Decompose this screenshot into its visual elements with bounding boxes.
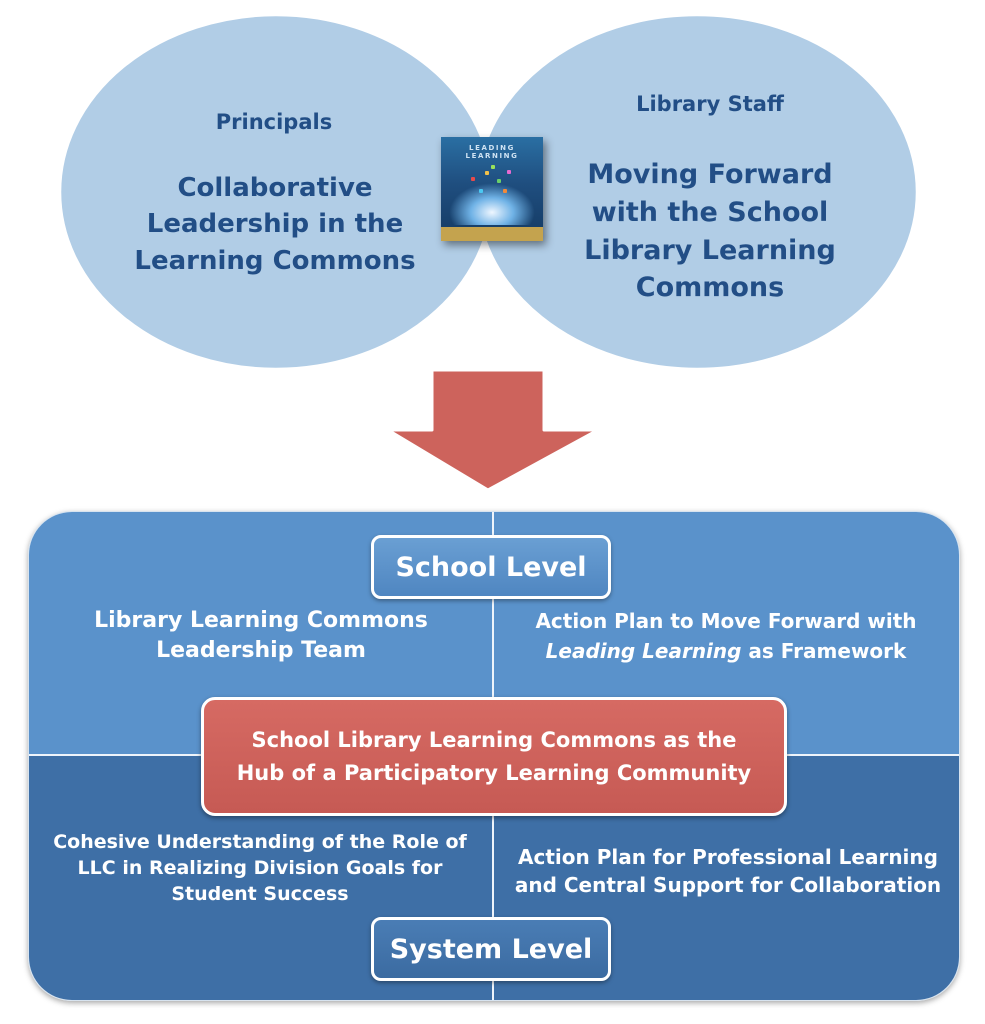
principals-label: Principals bbox=[215, 110, 333, 134]
principals-title-line: Collaborative bbox=[177, 173, 373, 203]
action-plan-line: Action Plan to Move Forward with bbox=[535, 609, 917, 633]
cohesive-understanding-text: Cohesive Understanding of the Role of LL… bbox=[29, 830, 491, 907]
framework-text: as Framework bbox=[741, 639, 907, 663]
book-dot bbox=[507, 170, 511, 174]
principals-title-line: Leadership in the bbox=[146, 209, 404, 240]
levels-panel: School Level Library Learning Commons Le… bbox=[28, 511, 960, 1001]
book-title: LEADING LEARNING bbox=[465, 144, 519, 160]
book-glow bbox=[449, 183, 535, 225]
professional-line: Action Plan for Professional Learning bbox=[518, 845, 938, 869]
leading-learning-book-cover: LEADING LEARNING bbox=[441, 137, 543, 241]
book-dot bbox=[479, 189, 483, 193]
book-band bbox=[441, 227, 543, 241]
leadership-team-line: Library Learning Commons bbox=[94, 608, 428, 633]
professional-line: and Central Support for Collaboration bbox=[514, 872, 942, 897]
principals-title: Collaborative Leadership in the Learning… bbox=[110, 170, 440, 279]
action-plan-framework-text: Action Plan to Move Forward with Leading… bbox=[511, 606, 941, 666]
book-dot bbox=[497, 179, 501, 183]
library-staff-label: Library Staff bbox=[636, 92, 784, 116]
library-staff-circle bbox=[477, 15, 917, 369]
cohesive-line: LLC in Realizing Division Goals for bbox=[77, 856, 443, 879]
book-dot bbox=[485, 171, 489, 175]
cohesive-line: Cohesive Understanding of the Role of bbox=[53, 831, 467, 853]
library-staff-title-line: with the School bbox=[591, 196, 829, 228]
leading-learning-italic: Leading Learning bbox=[545, 639, 742, 663]
professional-learning-text: Action Plan for Professional Learning an… bbox=[501, 844, 955, 899]
library-staff-title: Moving Forward with the School Library L… bbox=[560, 156, 860, 307]
down-arrow bbox=[386, 368, 600, 492]
principals-circle bbox=[60, 15, 492, 369]
book-dot bbox=[471, 177, 475, 181]
cohesive-line: Student Success bbox=[171, 882, 349, 905]
hub-line: Hub of a Participatory Learning Communit… bbox=[236, 760, 752, 785]
action-plan-line: Leading Learning as Framework bbox=[511, 636, 941, 666]
system-level-box: System Level bbox=[371, 917, 611, 981]
book-dot bbox=[503, 189, 507, 193]
hub-line: School Library Learning Commons as the bbox=[251, 727, 737, 752]
hub-box: School Library Learning Commons as the H… bbox=[201, 697, 787, 816]
principals-title-line: Learning Commons bbox=[134, 245, 416, 276]
book-dot bbox=[491, 165, 495, 169]
library-staff-title-line: Commons bbox=[635, 272, 785, 304]
school-level-box: School Level bbox=[371, 535, 611, 599]
leadership-team-line: Leadership Team bbox=[156, 638, 366, 664]
leadership-team-text: Library Learning Commons Leadership Team bbox=[59, 606, 463, 667]
library-staff-title-line: Moving Forward bbox=[587, 159, 833, 190]
library-staff-title-line: Library Learning bbox=[584, 234, 836, 266]
